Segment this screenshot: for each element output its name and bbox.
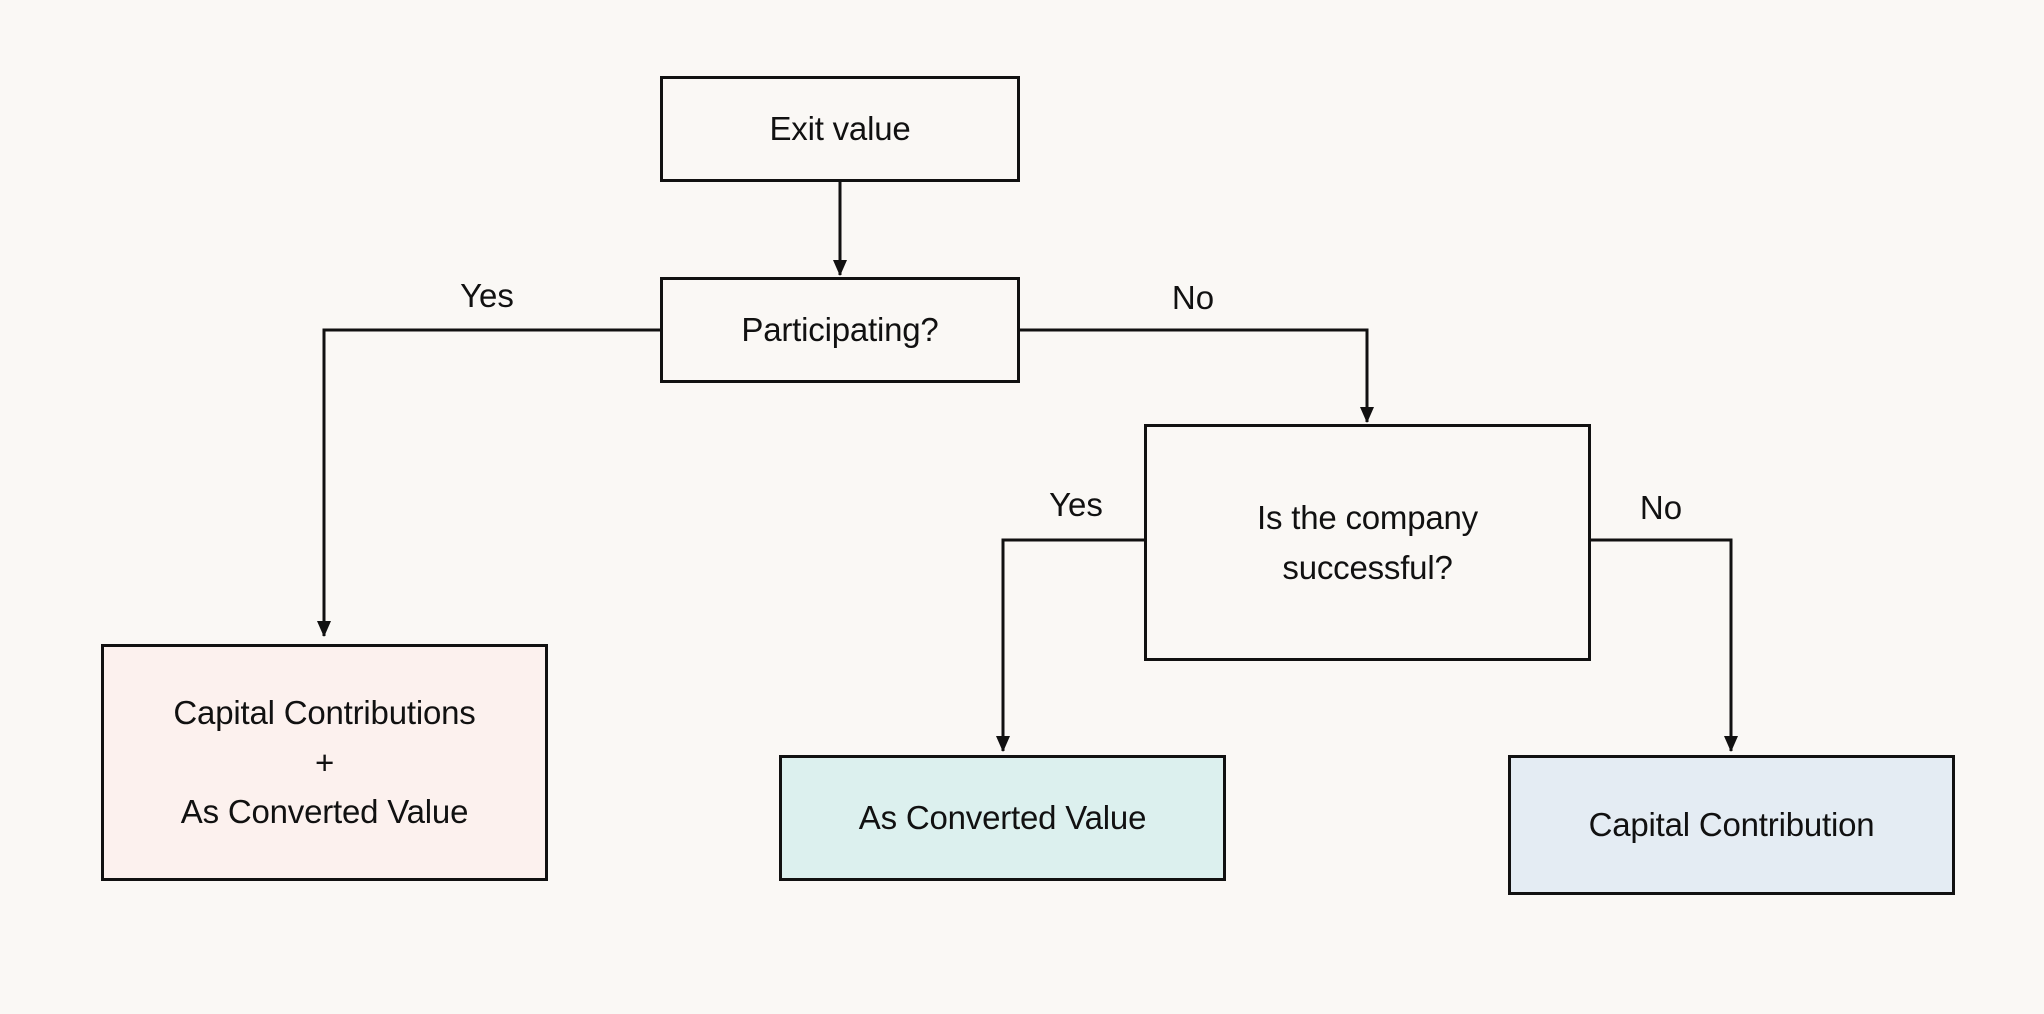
connector-participating-no [1020,328,1374,423]
company-successful-label-line2: successful? [1282,548,1453,586]
connector-participating-yes [317,328,660,637]
as-converted-value-label: As Converted Value [858,799,1147,837]
company-successful-decision-node: Is the company successful? [1144,424,1591,661]
participating-no-label: No [1171,279,1215,316]
successful-no-label: No [1639,489,1683,526]
participating-label: Participating? [741,311,939,349]
successful-yes-label: Yes [1049,486,1103,523]
connector-successful-yes [996,538,1144,752]
participating-decision-node: Participating? [660,277,1020,383]
capital-contributions-plus-line1: Capital Contributions [173,694,476,732]
capital-contributions-plus-line2: + [314,743,335,781]
as-converted-value-node: As Converted Value [779,755,1226,881]
connector-successful-no [1591,538,1738,752]
capital-contribution-node: Capital Contribution [1508,755,1955,895]
exit-value-node: Exit value [660,76,1020,182]
capital-contributions-plus-line3: As Converted Value [180,793,469,831]
company-successful-label-line1: Is the company [1257,499,1478,536]
exit-value-label: Exit value [769,110,911,148]
capital-contributions-plus-acv-node: Capital Contributions + As Converted Val… [101,644,548,881]
participating-yes-label: Yes [460,277,514,314]
capital-contribution-label: Capital Contribution [1588,806,1875,844]
